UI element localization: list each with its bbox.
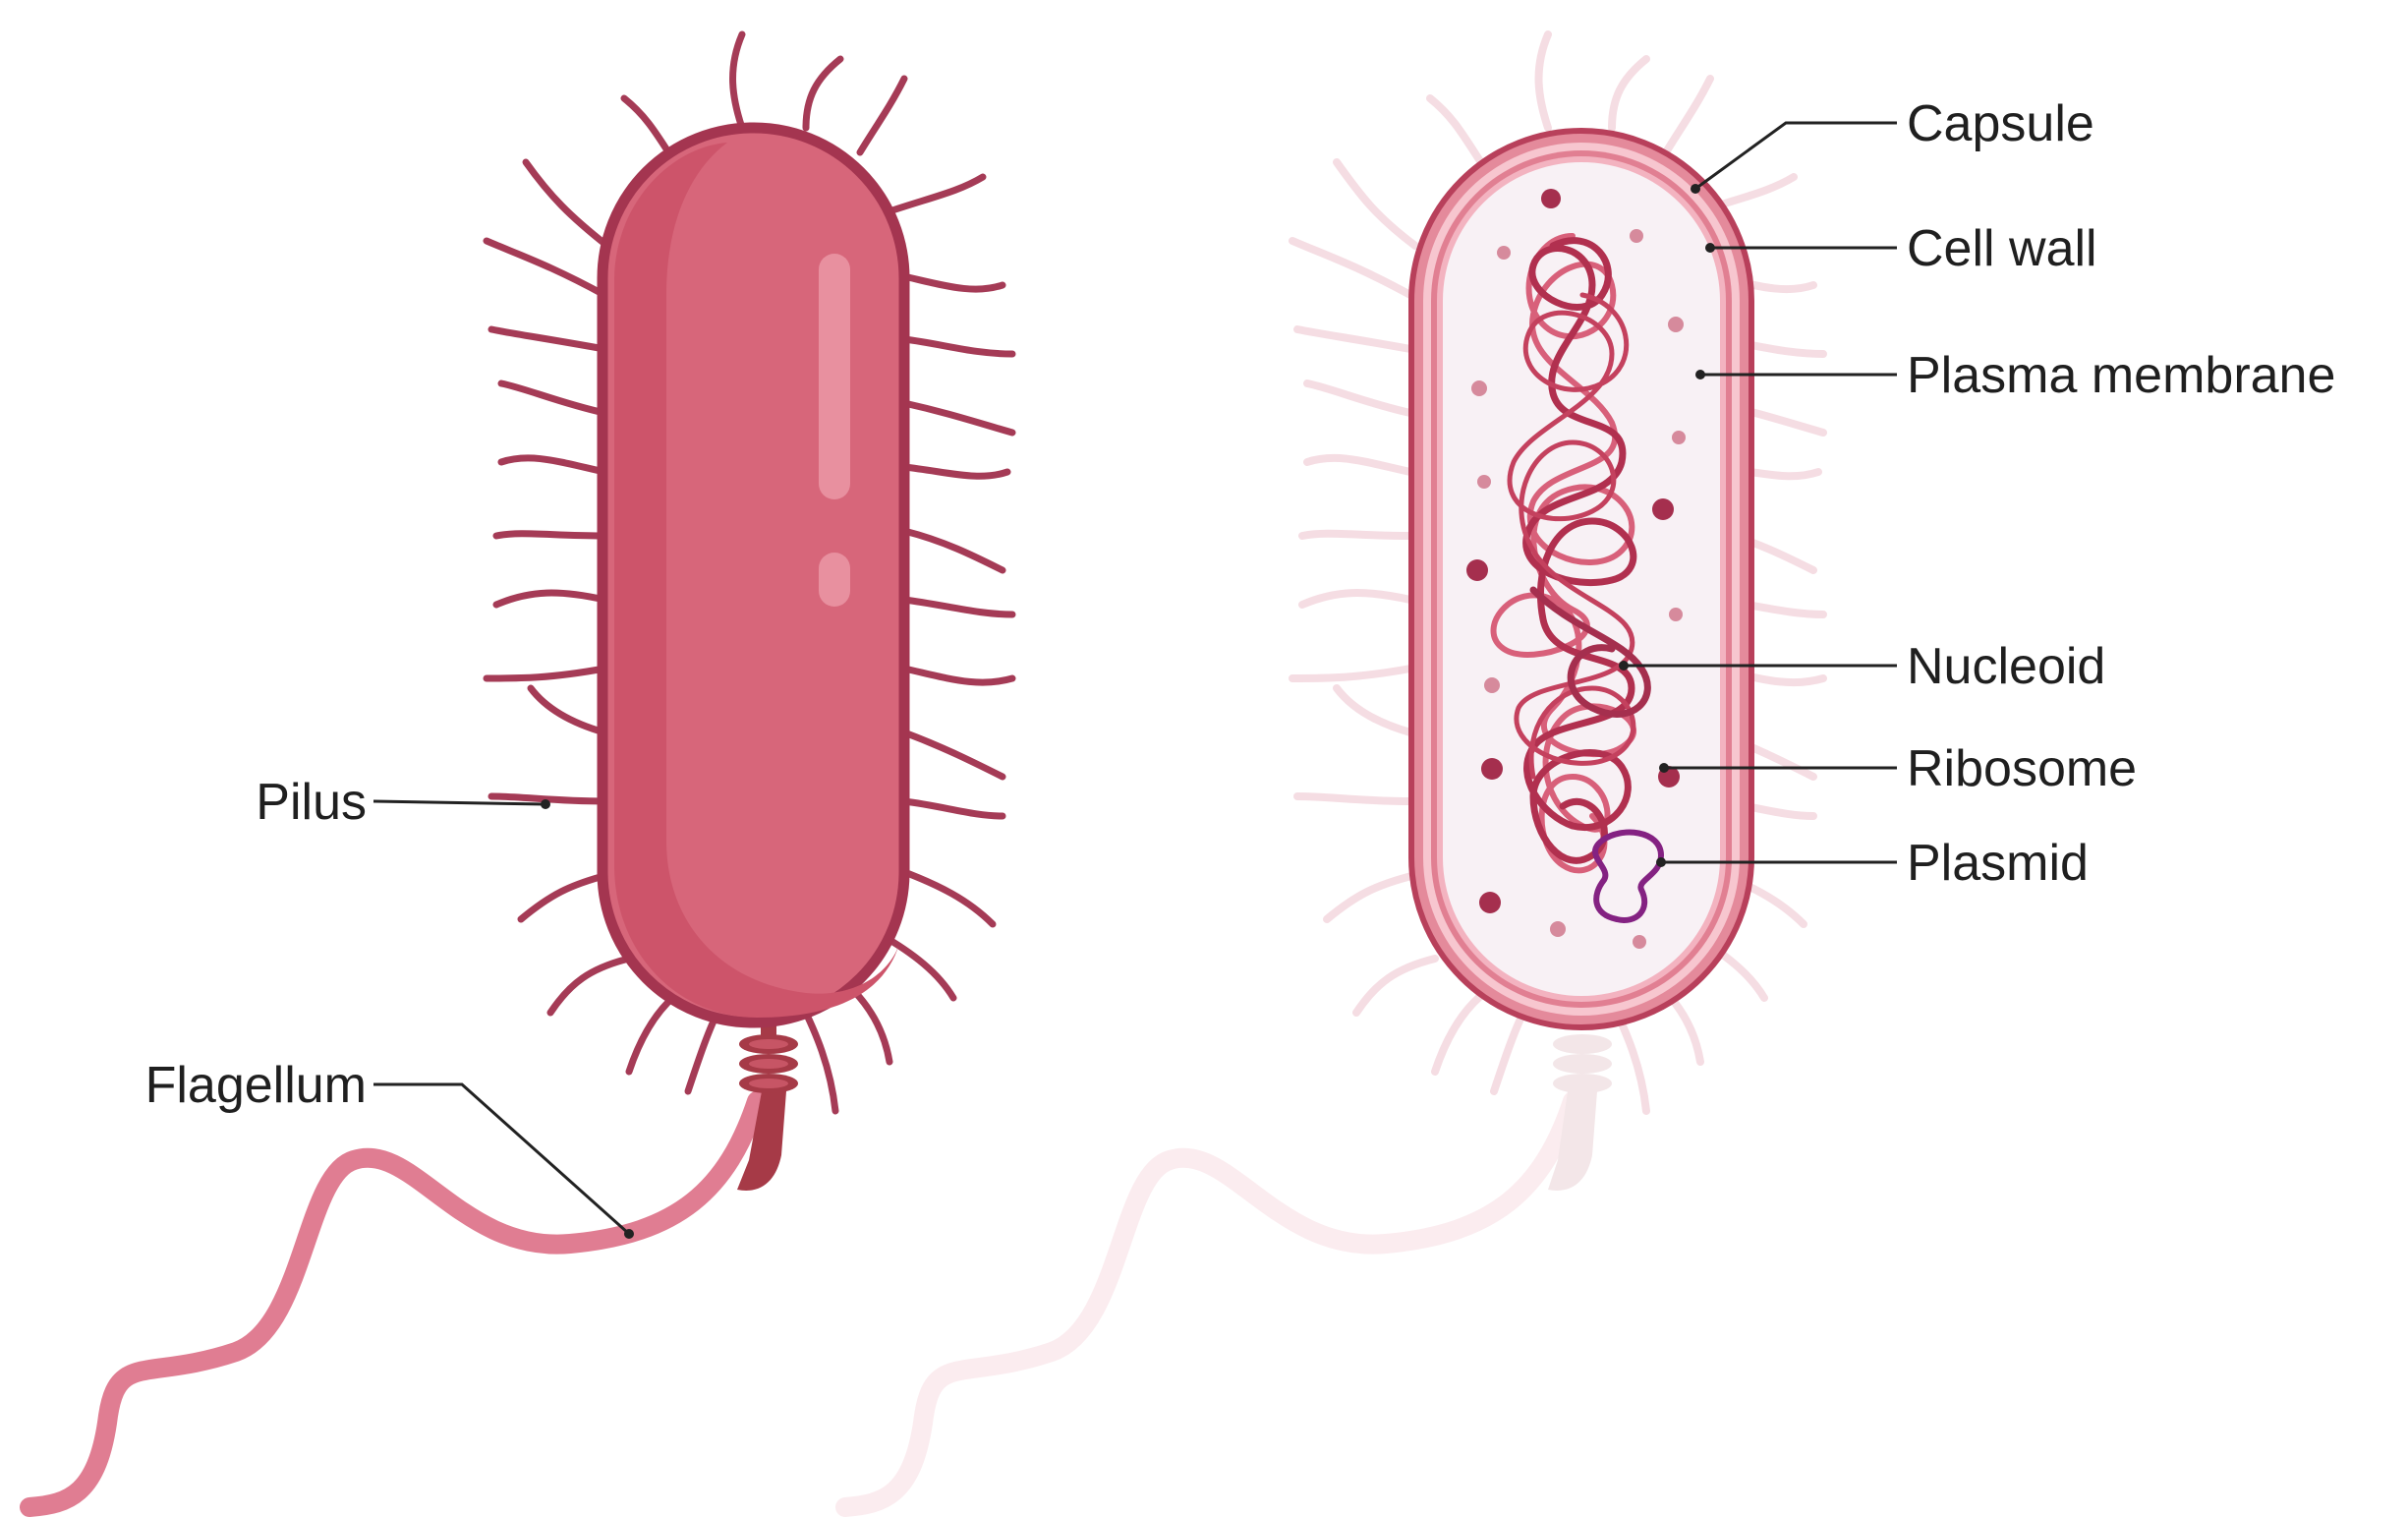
- label-capsule: Capsule: [1907, 95, 2094, 152]
- leader-lines: [373, 121, 1897, 1239]
- ribosomes: [1466, 189, 1680, 913]
- label-pilus: Pilus: [256, 774, 367, 831]
- label-plasmid: Plasmid: [1907, 835, 2089, 892]
- labels: Pilus Flagellum Capsule Cell wall Plasma…: [145, 95, 2336, 1114]
- flagellar-basal-body: [739, 1018, 798, 1093]
- label-flagellum: Flagellum: [145, 1057, 367, 1114]
- cross-section-cell: [835, 30, 1827, 1517]
- pili-whole: [483, 30, 1016, 1115]
- cell-body-shade: [614, 143, 899, 1018]
- cell-highlight-small: [819, 553, 850, 607]
- ghost-basal-body: [1553, 1034, 1612, 1093]
- plasmid-loop: [1592, 829, 1665, 923]
- ghost-hook: [1548, 1091, 1597, 1191]
- flagellar-hook: [737, 1091, 786, 1191]
- ribosomes-light: [1471, 229, 1686, 949]
- cell-highlight: [819, 254, 850, 499]
- label-cell-wall: Cell wall: [1907, 220, 2097, 277]
- flagellum-whole: [20, 1091, 767, 1517]
- label-plasma-membrane: Plasma membrane: [1907, 347, 2335, 404]
- nucleoid-dna: [1490, 233, 1651, 874]
- ghost-pili: [1289, 30, 1827, 1115]
- ghost-flagellum: [835, 1091, 1582, 1517]
- label-ribosome: Ribosome: [1907, 740, 2137, 797]
- whole-cell: [20, 30, 1016, 1517]
- label-nucleoid: Nucleoid: [1907, 638, 2105, 695]
